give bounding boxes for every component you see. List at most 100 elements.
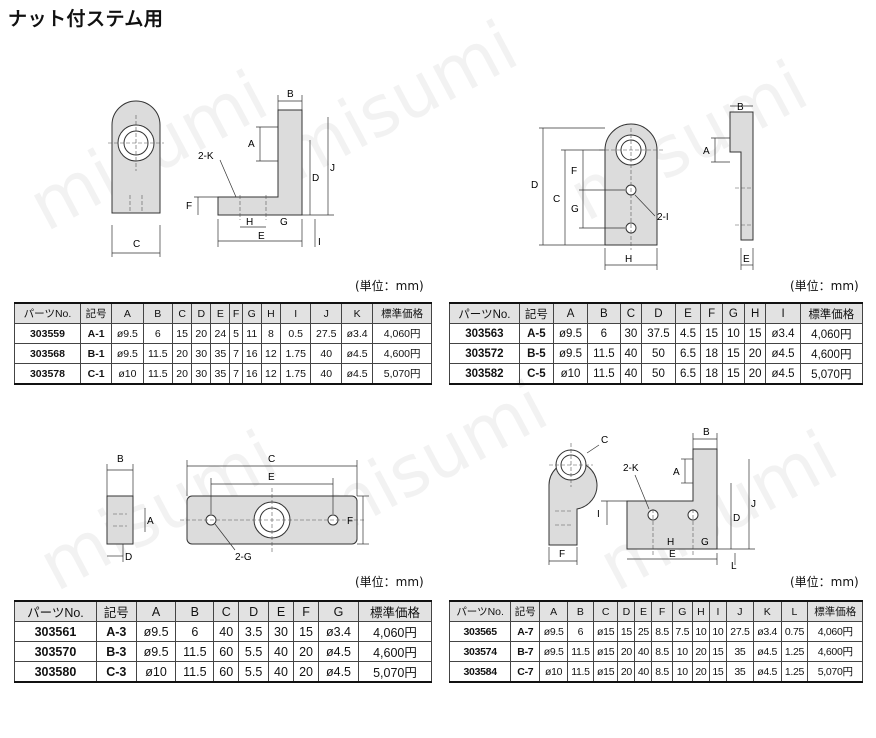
column-header: D — [617, 600, 636, 622]
column-header: G — [318, 600, 359, 622]
table-cell: ø4.5 — [318, 641, 359, 662]
column-header: H — [691, 600, 710, 622]
table-cell: 11.5 — [587, 363, 621, 385]
table-cell: ø4.5 — [340, 363, 374, 385]
table-cell: 50 — [641, 343, 676, 364]
dim-label-g: G — [280, 217, 288, 228]
dim-label-g: G — [701, 537, 709, 548]
table-cell: ø3.4 — [765, 323, 801, 344]
price-cell: 4,060円 — [357, 621, 433, 642]
table-cell: 20 — [617, 641, 636, 662]
table-cell: 5 — [229, 323, 243, 344]
table-cell: 8 — [260, 323, 281, 344]
table-cell: ø4.5 — [340, 343, 374, 364]
dim-label-e: E — [743, 254, 750, 265]
column-header: F — [229, 302, 243, 324]
part-number-cell: 303563 — [449, 323, 520, 344]
column-header: C — [213, 600, 240, 622]
table-cell: ø9.5 — [111, 343, 144, 364]
table-cell: 40 — [267, 641, 295, 662]
table-cell: ø9.5 — [552, 323, 589, 344]
part-number-cell: 303578 — [14, 363, 81, 385]
table-cell: ø3.4 — [318, 621, 359, 642]
column-header: D — [238, 600, 269, 622]
unit-label: (単位：mm) — [355, 575, 424, 589]
symbol-cell: A-3 — [95, 621, 137, 642]
dim-label-i: I — [597, 509, 600, 520]
table-cell: 11.5 — [566, 641, 594, 662]
table-cell: ø3.4 — [340, 323, 374, 344]
column-header: 標準価格 — [807, 600, 863, 622]
column-header: G — [241, 302, 262, 324]
table-cell: 4.5 — [674, 323, 702, 344]
column-header: E — [210, 302, 231, 324]
table-cell: 35 — [210, 343, 231, 364]
price-cell: 4,060円 — [372, 323, 432, 344]
column-header: 標準価格 — [372, 302, 432, 324]
table-cell: 35 — [725, 661, 754, 683]
table-cell: ø15 — [592, 641, 619, 662]
column-header: A — [552, 302, 589, 324]
price-cell: 4,060円 — [807, 621, 863, 642]
table-cell: 20 — [191, 323, 212, 344]
table-cell: ø10 — [552, 363, 589, 385]
column-header: B — [175, 600, 215, 622]
part-number-cell: 303574 — [448, 641, 512, 662]
dim-label-k: 2-K — [623, 463, 639, 474]
table-cell: 40 — [619, 343, 643, 364]
column-header: A — [539, 600, 568, 622]
table-cell: 40 — [619, 363, 643, 385]
table-cell: 11.5 — [142, 343, 174, 364]
dim-label-g: G — [571, 204, 579, 215]
table-cell: 20 — [617, 661, 636, 683]
dim-label-d: D — [125, 552, 132, 563]
unit-label: (単位：mm) — [790, 279, 859, 293]
table-cell: ø4.5 — [752, 641, 782, 662]
table-cell: ø10 — [111, 363, 144, 385]
price-cell: 4,600円 — [372, 343, 432, 364]
dim-label-a: A — [673, 467, 680, 478]
table-cell: 40 — [310, 363, 342, 385]
table-cell: 6.5 — [674, 343, 702, 364]
table-cell: 20 — [691, 641, 710, 662]
part-number-cell: 303561 — [14, 621, 97, 642]
column-header: A — [135, 600, 177, 622]
drawing-c: B A D C E F 2-G — [85, 448, 375, 568]
part-number-cell: 303568 — [14, 343, 81, 364]
dim-label-j: J — [751, 499, 756, 510]
column-header: H — [743, 302, 767, 324]
table-cell: 0.5 — [279, 323, 312, 344]
column-header: I — [708, 600, 727, 622]
table-cell: 7 — [229, 363, 243, 385]
column-header: D — [191, 302, 212, 324]
column-header: K — [752, 600, 782, 622]
dim-label-a: A — [147, 516, 154, 527]
dim-label-d: D — [531, 180, 538, 191]
table-cell: 30 — [267, 621, 295, 642]
dim-label-i: I — [318, 237, 321, 248]
table-cell: 35 — [210, 363, 231, 385]
table-cell: 35 — [725, 641, 754, 662]
table-cell: 20 — [743, 363, 767, 385]
table-cell: 10 — [671, 661, 693, 683]
column-header: G — [722, 302, 745, 324]
column-header: J — [310, 302, 342, 324]
table-cell: 40 — [310, 343, 342, 364]
table-cell: 20 — [172, 363, 193, 385]
table-cell: 10 — [722, 323, 745, 344]
dim-label-c: C — [268, 454, 275, 465]
column-header: 記号 — [510, 600, 541, 622]
table-cell: 12 — [260, 363, 281, 385]
table-cell: 30 — [191, 343, 212, 364]
